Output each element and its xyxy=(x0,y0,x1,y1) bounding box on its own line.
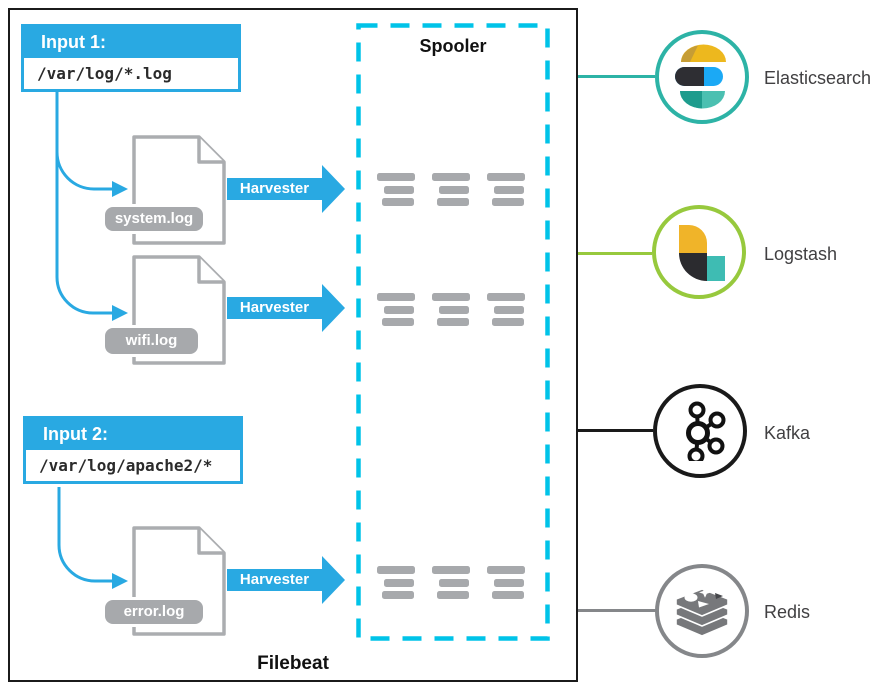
event-buffer-group xyxy=(487,173,525,211)
spooler-box xyxy=(356,23,550,641)
file-badge-error-log: error.log xyxy=(105,600,203,624)
input1-box: Input 1: /var/log/*.log xyxy=(21,24,241,92)
file-badge-wifi-log: wifi.log xyxy=(105,328,198,354)
redis-label: Redis xyxy=(764,602,811,622)
input1-title: Input 1: xyxy=(24,27,238,58)
event-buffer-group xyxy=(487,566,525,604)
kafka-icon xyxy=(653,384,747,478)
spooler-title: Spooler xyxy=(419,36,487,56)
file-badge-system-log: system.log xyxy=(105,207,203,231)
input2-path: /var/log/apache2/* xyxy=(39,456,213,475)
elasticsearch-label: Elasticsearch xyxy=(764,68,872,88)
harvester-arrow-1: Harvester xyxy=(227,165,345,213)
input2-box: Input 2: /var/log/apache2/* xyxy=(23,416,243,484)
event-buffer-group xyxy=(487,293,525,331)
event-buffer-group xyxy=(432,566,470,604)
event-buffer-group xyxy=(432,293,470,331)
connector-elasticsearch xyxy=(578,75,655,78)
logstash-icon xyxy=(652,205,746,299)
redis-icon xyxy=(655,564,749,658)
harvester-label: Harvester xyxy=(239,299,310,316)
elasticsearch-icon xyxy=(655,30,749,124)
filebeat-box xyxy=(8,8,578,682)
harvester-arrow-2: Harvester xyxy=(227,284,345,332)
event-buffer-group xyxy=(377,293,415,331)
harvester-label: Harvester xyxy=(239,571,310,588)
connector-kafka xyxy=(578,429,653,432)
event-buffer-group xyxy=(432,173,470,211)
harvester-label: Harvester xyxy=(239,180,310,197)
input1-path: /var/log/*.log xyxy=(37,64,172,83)
connector-redis xyxy=(578,609,656,612)
connector-logstash xyxy=(578,252,652,255)
event-buffer-group xyxy=(377,566,415,604)
logstash-label: Logstash xyxy=(764,244,838,264)
input2-title: Input 2: xyxy=(26,419,240,450)
filebeat-label: Filebeat xyxy=(257,653,329,674)
harvester-arrow-3: Harvester xyxy=(227,556,345,604)
kafka-label: Kafka xyxy=(764,423,811,443)
event-buffer-group xyxy=(377,173,415,211)
